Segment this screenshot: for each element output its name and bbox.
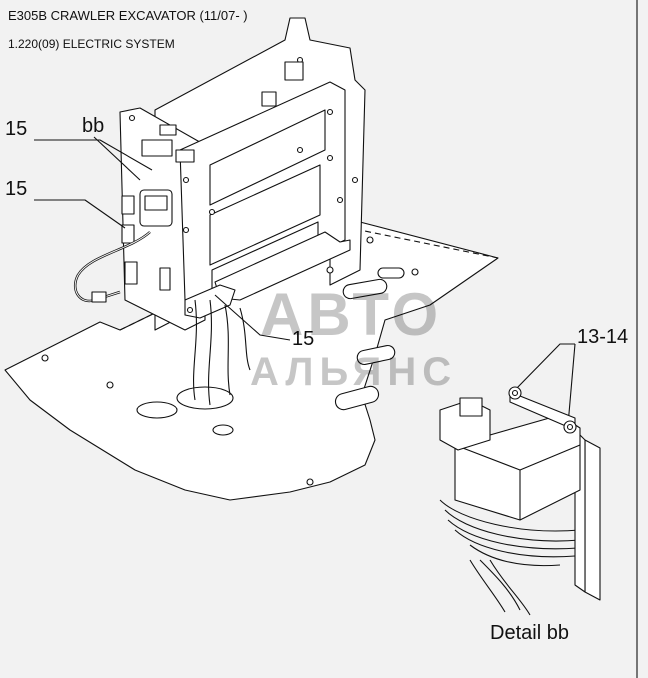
callout-bb: bb — [82, 115, 105, 137]
diagram-subtitle: 1.220(09) ELECTRIC SYSTEM — [8, 37, 175, 51]
leader-line — [93, 136, 141, 181]
callout-15-bottom: 15 — [292, 328, 315, 350]
leader-line — [214, 294, 291, 341]
floor-slot — [377, 267, 405, 279]
cable-bundle — [224, 304, 231, 396]
side-connector — [121, 224, 135, 244]
side-connector — [121, 195, 135, 215]
leader-line — [34, 199, 126, 229]
detail-bb-label: Detail bb — [490, 622, 569, 644]
detail-bb-drawing — [439, 386, 601, 616]
floor-hole — [212, 424, 234, 436]
cable-bundle — [208, 299, 212, 406]
floor-hole — [176, 386, 234, 410]
rack-inner-plate — [209, 109, 326, 206]
floor-bolt — [106, 381, 114, 389]
wire-harness-inner — [74, 231, 151, 302]
leader-line — [567, 343, 576, 426]
floor-slot — [342, 278, 388, 300]
relay-top — [144, 195, 168, 211]
harness-connector — [91, 291, 107, 303]
cable-bundle — [193, 299, 197, 401]
callout-15-mid: 15 — [5, 178, 28, 200]
callout-13-14: 13-14 — [577, 326, 629, 348]
frame-holes — [128, 56, 359, 314]
leader-line — [514, 343, 575, 391]
rack-inner-plate — [209, 164, 321, 266]
floor-bolt — [41, 354, 49, 362]
leader-line — [34, 139, 153, 171]
callout-15-top: 15 — [5, 118, 28, 140]
floor-slot — [334, 385, 380, 411]
floor-bolt — [306, 478, 314, 486]
floor-bolt — [366, 236, 374, 244]
side-connector — [159, 267, 171, 291]
diagram-title: E305B CRAWLER EXCAVATOR (11/07- ) — [8, 8, 248, 23]
floor-hole — [136, 401, 178, 419]
floor-dashed-line — [119, 224, 499, 331]
floor-bolt — [411, 268, 419, 276]
cable-bundle — [239, 307, 251, 371]
side-connector — [124, 261, 138, 285]
floor-slot — [356, 344, 396, 366]
top-connectors — [141, 61, 304, 163]
